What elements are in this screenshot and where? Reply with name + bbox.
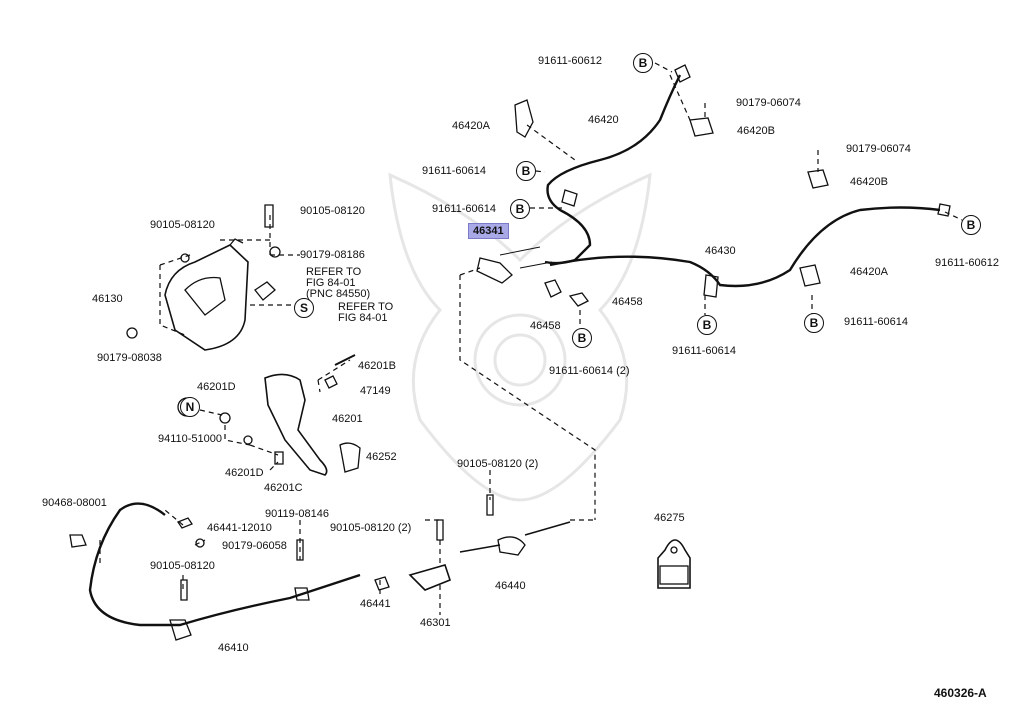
badge-s: S <box>294 298 314 318</box>
badge-b: B <box>961 215 981 235</box>
label-91611-60612-top[interactable]: 91611-60612 <box>538 55 603 67</box>
label-90105-08120-e[interactable]: 90105-08120 <box>150 560 215 572</box>
label-46252[interactable]: 46252 <box>366 451 397 463</box>
label-46458-a[interactable]: 46458 <box>530 320 561 332</box>
cable-46430 <box>549 206 941 288</box>
label-91611-60614-d[interactable]: 91611-60614 <box>672 345 737 357</box>
label-90179-06074-a[interactable]: 90179-06074 <box>736 97 801 109</box>
bracket-46130 <box>164 244 249 351</box>
label-91611-60614-c[interactable]: 91611-60614 (2) <box>549 365 630 377</box>
label-refer-to-1[interactable]: REFER TO <box>306 266 362 278</box>
label-46341-highlighted[interactable]: 46341 <box>468 223 509 239</box>
label-46410[interactable]: 46410 <box>218 642 249 654</box>
label-94110-51000[interactable]: 94110-51000 <box>158 433 223 445</box>
label-90119-08146[interactable]: 90119-08146 <box>265 508 330 520</box>
label-46201C[interactable]: 46201C <box>264 482 303 494</box>
label-46420A-right[interactable]: 46420A <box>850 266 888 278</box>
label-90179-06058[interactable]: 90179-06058 <box>222 540 287 552</box>
label-46130[interactable]: 46130 <box>92 293 123 305</box>
diagram-code: 460326-A <box>934 686 987 700</box>
label-46430[interactable]: 46430 <box>705 245 736 257</box>
label-91611-60614-e[interactable]: 91611-60614 <box>844 316 909 328</box>
label-90179-08038[interactable]: 90179-08038 <box>97 352 162 364</box>
label-46275[interactable]: 46275 <box>654 512 685 524</box>
label-46441[interactable]: 46441 <box>360 598 391 610</box>
badge-b: B <box>804 313 824 333</box>
badge-b: B <box>516 161 536 181</box>
label-46301[interactable]: 46301 <box>420 617 451 629</box>
label-46201D-b[interactable]: 46201D <box>225 467 264 479</box>
badge-b: B <box>697 315 717 335</box>
label-91611-60614-b[interactable]: 91611-60614 <box>432 203 497 215</box>
label-90179-08186[interactable]: 90179-08186 <box>300 249 365 261</box>
label-90105-08120-a[interactable]: 90105-08120 <box>150 219 215 231</box>
label-refer-to-2[interactable]: REFER TO <box>338 301 394 313</box>
label-46420[interactable]: 46420 <box>588 114 619 126</box>
label-90105-08120-d[interactable]: 90105-08120 (2) <box>330 522 412 534</box>
badge-b: B <box>510 199 530 219</box>
badge-n: N <box>180 397 200 417</box>
label-90179-06074-b[interactable]: 90179-06074 <box>846 143 911 155</box>
label-91611-60614-a[interactable]: 91611-60614 <box>422 165 487 177</box>
label-46420B-right[interactable]: 46420B <box>850 176 888 188</box>
label-91611-60612-right[interactable]: 91611-60612 <box>935 257 1000 269</box>
cable-46420 <box>544 74 682 265</box>
pedal-46201 <box>264 373 328 476</box>
label-90468-08001[interactable]: 90468-08001 <box>42 497 107 509</box>
badge-b: B <box>633 53 653 73</box>
label-90105-08120-b[interactable]: 90105-08120 <box>300 205 365 217</box>
label-47149[interactable]: 47149 <box>360 385 391 397</box>
label-fig-84-01-a[interactable]: FIG 84-01 <box>306 277 356 289</box>
label-90105-08120-c[interactable]: 90105-08120 (2) <box>457 458 539 470</box>
label-46458-b[interactable]: 46458 <box>612 296 643 308</box>
label-fig-84-01-b[interactable]: FIG 84-01 <box>338 312 388 324</box>
label-46201D-a[interactable]: 46201D <box>197 381 236 393</box>
label-46441-12010[interactable]: 46441-12010 <box>207 522 272 534</box>
label-46420A-top[interactable]: 46420A <box>452 120 490 132</box>
badge-b: B <box>572 328 592 348</box>
label-46201[interactable]: 46201 <box>332 413 363 425</box>
cable-46410 <box>88 502 361 627</box>
label-46420B-top[interactable]: 46420B <box>737 125 775 137</box>
label-46201B[interactable]: 46201B <box>358 360 396 372</box>
label-pnc-84550[interactable]: (PNC 84550) <box>306 288 371 300</box>
tag-46275 <box>657 539 691 589</box>
label-46440[interactable]: 46440 <box>495 580 526 592</box>
watermark-logo <box>388 172 652 502</box>
